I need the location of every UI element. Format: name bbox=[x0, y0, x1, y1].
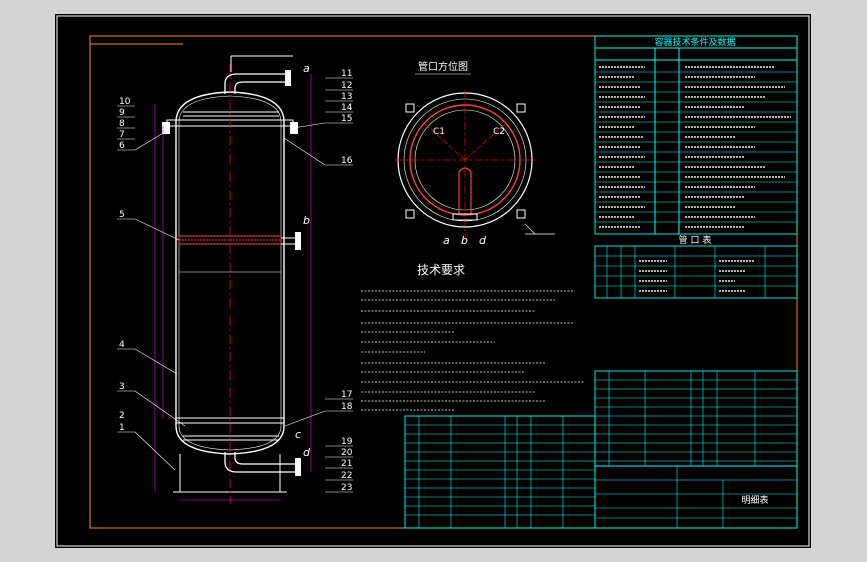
leader-lines-right bbox=[283, 77, 353, 493]
nozzle-side-letters: a b c d bbox=[295, 62, 311, 459]
design-data-title: 容器技术条件及数据 bbox=[654, 36, 735, 48]
view-letter-a: a bbox=[443, 234, 450, 247]
side-letter-d: d bbox=[303, 446, 311, 459]
nozzle-view-title: 管口方位图 bbox=[418, 60, 468, 73]
callout-14: 14 bbox=[341, 103, 353, 113]
parts-list-right: 明细表 bbox=[594, 370, 798, 529]
callout-1: 1 bbox=[119, 423, 125, 433]
callout-8: 8 bbox=[119, 119, 125, 129]
view-letter-b: b bbox=[461, 234, 468, 247]
leader-lines-left bbox=[117, 105, 186, 471]
callout-19: 19 bbox=[341, 437, 353, 447]
tech-requirements-title: 技术要求 bbox=[417, 263, 465, 277]
parts-title: 明细表 bbox=[741, 494, 768, 506]
parts-list-left bbox=[404, 415, 596, 529]
callout-5: 5 bbox=[119, 210, 125, 220]
callout-22: 22 bbox=[341, 471, 352, 481]
nozzle-table: 管 口 表 bbox=[594, 234, 798, 299]
callout-2: 2 bbox=[119, 411, 125, 421]
design-data-table: 容器技术条件及数据 bbox=[594, 35, 798, 235]
drawing-viewport: 10 9 8 7 6 5 4 3 2 1 11 12 13 14 15 16 1… bbox=[55, 14, 811, 548]
callout-18: 18 bbox=[341, 402, 353, 412]
side-letter-a: a bbox=[303, 62, 310, 75]
outer-frame bbox=[56, 15, 810, 547]
callouts-right: 11 12 13 14 15 16 17 18 19 20 21 22 23 bbox=[341, 69, 353, 493]
side-letter-c: c bbox=[295, 428, 301, 441]
callout-11: 11 bbox=[341, 69, 352, 79]
callout-10: 10 bbox=[119, 97, 131, 107]
view-label-c1: C1 bbox=[433, 127, 445, 137]
callout-17: 17 bbox=[341, 390, 352, 400]
callout-23: 23 bbox=[341, 483, 352, 493]
callout-7: 7 bbox=[119, 130, 125, 140]
callout-9: 9 bbox=[119, 108, 125, 118]
callout-6: 6 bbox=[119, 141, 125, 151]
callout-12: 12 bbox=[341, 81, 352, 91]
callout-21: 21 bbox=[341, 459, 352, 469]
nozzle-orientation-view bbox=[395, 90, 555, 240]
side-letter-b: b bbox=[303, 214, 310, 227]
callout-13: 13 bbox=[341, 92, 352, 102]
callouts-left: 10 9 8 7 6 5 4 3 2 1 bbox=[119, 97, 131, 433]
nozzle-view-labels: C1 C2 bbox=[433, 127, 505, 137]
callout-3: 3 bbox=[119, 382, 125, 392]
callout-16: 16 bbox=[341, 156, 353, 166]
callout-15: 15 bbox=[341, 114, 352, 124]
tech-requirements-lines bbox=[361, 290, 585, 411]
view-letter-d: d bbox=[479, 234, 487, 247]
callout-4: 4 bbox=[119, 340, 125, 350]
nozzle-view-letters: a b d bbox=[443, 234, 487, 247]
callout-20: 20 bbox=[341, 448, 353, 458]
nozzle-table-title: 管 口 表 bbox=[679, 234, 712, 246]
vessel-elevation bbox=[154, 55, 312, 504]
view-label-c2: C2 bbox=[493, 127, 505, 137]
